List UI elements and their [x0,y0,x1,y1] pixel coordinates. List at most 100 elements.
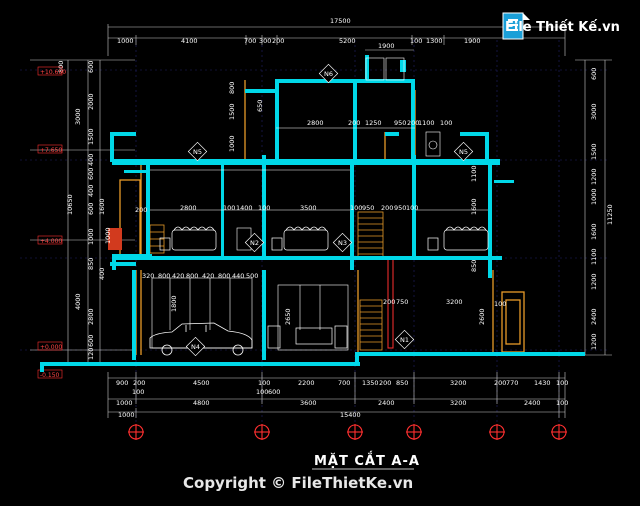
partitions [150,57,488,351]
axis-marker [489,424,505,440]
svg-text:N2: N2 [250,239,259,247]
svg-text:1000: 1000 [87,228,95,245]
svg-text:2650: 2650 [284,308,292,325]
filethietke-logo: File Thiết Kế.vn [502,12,620,40]
svg-text:100: 100 [350,204,362,212]
svg-text:320: 320 [142,272,154,280]
svg-text:1400: 1400 [236,204,253,212]
svg-text:1100: 1100 [590,248,598,265]
svg-text:600: 600 [268,388,280,396]
right-dim-texts: 600 3000 1500 1200 1000 1600 1100 1200 2… [590,68,598,350]
svg-text:100: 100 [256,388,268,396]
svg-text:100: 100 [258,379,270,387]
svg-text:100: 100 [132,388,144,396]
axis-marker [347,424,363,440]
furniture-beds [159,226,489,349]
staircase [149,211,384,351]
svg-text:4500: 4500 [193,379,210,387]
axis-marker [128,424,144,440]
svg-text:N1: N1 [400,336,409,344]
room-tag: N4 [185,336,206,357]
room-tag: N1 [394,329,415,350]
svg-text:1000: 1000 [590,188,598,205]
svg-text:2400: 2400 [378,399,395,407]
level-label: -0.150 [40,372,60,379]
top-dim: 1300 [426,37,443,45]
room-tag: N6 [318,63,339,84]
bottom-dims-row2: 100 100 600 [132,388,280,396]
svg-text:800: 800 [228,82,236,94]
svg-text:800: 800 [218,272,230,280]
column-fill [108,228,122,250]
level-markers: +10.650 +7.650 +4.000 +0.000 -0.150 [37,66,66,379]
svg-text:400: 400 [87,154,95,166]
svg-text:1000: 1000 [116,399,133,407]
room-tag: N3 [332,232,353,253]
svg-text:600: 600 [87,203,95,215]
svg-text:600: 600 [87,335,95,347]
svg-text:2800: 2800 [87,308,95,325]
svg-text:100: 100 [406,204,418,212]
svg-text:1600: 1600 [470,198,478,215]
axis-marker [551,424,567,440]
svg-text:2400: 2400 [590,308,598,325]
svg-text:200: 200 [135,206,147,214]
svg-text:750: 750 [396,298,408,306]
svg-text:400: 400 [98,268,106,280]
axis-marker [254,424,270,440]
bottom-dim: 1000 [118,411,135,419]
svg-text:1100: 1100 [470,165,478,182]
svg-text:200: 200 [379,379,391,387]
svg-text:1500: 1500 [228,103,236,120]
svg-text:3500: 3500 [300,204,317,212]
top-dim: 100 [410,37,422,45]
svg-text:440: 440 [232,272,244,280]
svg-text:100: 100 [258,204,270,212]
svg-text:850: 850 [470,260,478,272]
overall-width-dim: 17500 [330,17,351,25]
top-dim: 200 [272,37,284,45]
svg-text:4800: 4800 [193,399,210,407]
car-icon [149,322,253,356]
svg-text:1000: 1000 [228,135,236,152]
bottom-dimension-lines [107,372,566,418]
svg-text:N3: N3 [338,239,347,247]
svg-text:3200: 3200 [450,399,467,407]
top-dimension-lines [107,24,566,56]
svg-text:500: 500 [246,272,258,280]
svg-text:800: 800 [158,272,170,280]
svg-text:1250: 1250 [365,119,382,127]
overall-height-dim: 11250 [606,204,614,225]
svg-text:1200: 1200 [590,168,598,185]
left-height-dim: 10650 [66,194,74,215]
svg-text:950: 950 [394,119,406,127]
svg-text:2800: 2800 [180,204,197,212]
svg-text:950: 950 [362,204,374,212]
svg-text:1430: 1430 [534,379,551,387]
furniture-dims: 320 800 420 800 420 800 440 500 [142,272,258,280]
svg-text:600: 600 [87,168,95,180]
bottom-dims-row3: 4800 3600 2400 3200 2400 1000 100 [116,399,568,407]
level-label: +0.000 [40,344,62,351]
svg-text:200: 200 [494,379,506,387]
svg-text:1350: 1350 [362,379,379,387]
svg-text:N4: N4 [191,343,200,351]
svg-text:200: 200 [381,204,393,212]
svg-text:120: 120 [87,348,95,360]
svg-text:100: 100 [494,300,506,308]
svg-text:1200: 1200 [590,333,598,350]
level-label: +10.650 [40,69,66,76]
interior-dims: 2800 200 1250 950 200 1100 100 2800 100 … [104,82,506,325]
svg-text:770: 770 [506,379,518,387]
svg-text:200: 200 [407,119,419,127]
svg-text:100: 100 [223,204,235,212]
svg-text:100: 100 [440,119,452,127]
room-tags: N6 N5 N5 N2 N3 N4 N1 [185,63,474,357]
top-dim: 1900 [464,37,481,45]
svg-text:2200: 2200 [298,379,315,387]
level-label: +7.650 [40,147,62,154]
svg-text:1600: 1600 [590,223,598,240]
svg-text:3200: 3200 [446,298,463,306]
svg-text:420: 420 [172,272,184,280]
svg-text:3000: 3000 [74,108,82,125]
